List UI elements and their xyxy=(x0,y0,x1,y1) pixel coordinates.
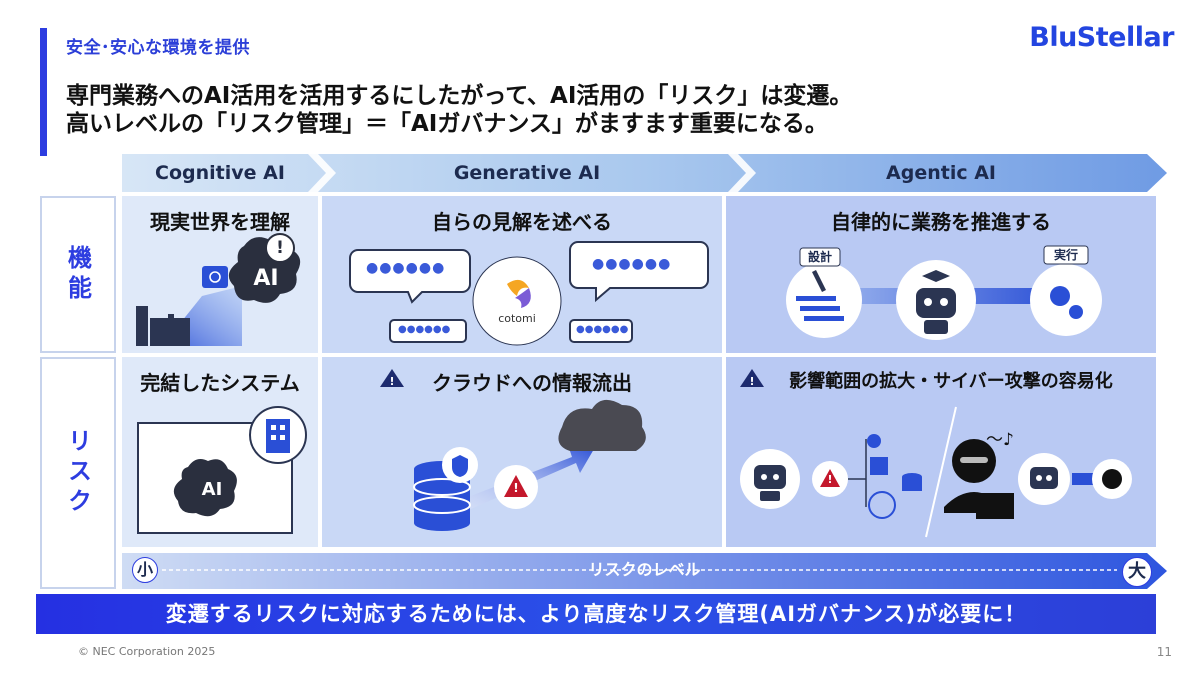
factory-camera-illustration xyxy=(136,233,301,346)
chat-bubbles-illustration xyxy=(349,241,709,346)
ai-badge: AI xyxy=(201,479,223,500)
era-timeline: Cognitive AI Generative AI Agentic AI xyxy=(122,154,1167,192)
risk-level-arrow xyxy=(122,553,1167,589)
era-cognitive-ai: Cognitive AI xyxy=(155,162,285,184)
conclusion-banner: 変遷するリスクに対応するためには、より高度なリスク管理(AIガバナンス)が必要に… xyxy=(36,594,1156,634)
era-arrows-graphic xyxy=(122,154,1167,192)
risk-level-label: リスクのレベル xyxy=(588,560,701,579)
cell-function-agentic: 自律的に業務を推進する 設計 実行 xyxy=(726,196,1156,353)
warning-icon: ! xyxy=(749,375,755,388)
headline: 専門業務へのAI活用を活用するにしたがって、AI活用の「リスク」は変遷。 高いレ… xyxy=(66,82,852,138)
cell-function-generative: 自らの見解を述べる ●●●●●● ●●●●●● ●●●●●● ●●●●●● co… xyxy=(322,196,722,353)
alert-icon: ! xyxy=(276,238,284,258)
cell-risk-cognitive: 完結したシステム AI xyxy=(122,357,318,547)
cell-function-cognitive: 現実世界を理解 AI ! xyxy=(122,196,318,353)
cell-title: 自律的に業務を推進する xyxy=(831,210,1051,234)
bubble-dots-right: ●●●●●● xyxy=(592,256,672,272)
cell-title: 影響範囲の拡大・サイバー攻撃の容易化 xyxy=(789,371,1113,392)
cell-risk-agentic: 影響範囲の拡大・サイバー攻撃の容易化 ! ! ～♪ xyxy=(726,357,1156,547)
warning-icon-small: ! xyxy=(827,473,833,486)
humming-text: ～♪ xyxy=(986,430,1014,450)
page-number: 11 xyxy=(1156,645,1172,659)
headline-line-2: 高いレベルの「リスク管理」＝「AIガバナンス」がますます重要になる。 xyxy=(66,111,828,137)
risk-level-high: 大 xyxy=(1122,557,1152,587)
cotomi-logo: cotomi xyxy=(498,312,536,325)
small-bubble-dots-left: ●●●●●● xyxy=(398,324,451,335)
cyber-attack-illustration xyxy=(740,369,1132,538)
headline-line-1: 専門業務へのAI活用を活用するにしたがって、AI活用の「リスク」は変遷。 xyxy=(66,83,853,109)
cell-title: 完結したシステム xyxy=(140,371,300,395)
closed-system-illustration xyxy=(137,406,307,534)
cloud-leak-illustration xyxy=(380,369,646,531)
bubble-dots-left: ●●●●●● xyxy=(366,260,446,276)
brand-logo: BluStellar xyxy=(1029,22,1174,53)
copyright: © NEC Corporation 2025 xyxy=(78,645,216,658)
cell-risk-generative: クラウドへの情報流出 ! ! xyxy=(322,357,722,547)
small-bubble-dots-right: ●●●●●● xyxy=(576,324,629,335)
accent-bar xyxy=(40,28,47,156)
era-agentic-ai: Agentic AI xyxy=(886,162,996,184)
row-header-function: 機能 xyxy=(40,196,116,353)
warning-icon-small: ! xyxy=(513,481,519,495)
step-execute-label: 実行 xyxy=(1053,248,1078,262)
era-generative-ai: Generative AI xyxy=(453,162,601,184)
row-header-risk: リスク xyxy=(40,357,116,589)
section-label: 安全･安心な環境を提供 xyxy=(66,38,250,58)
cell-title: 現実世界を理解 xyxy=(150,210,290,234)
cell-title: クラウドへの情報流出 xyxy=(432,371,632,395)
warning-icon: ! xyxy=(389,375,395,388)
ai-badge: AI xyxy=(253,266,279,291)
risk-level-low: 小 xyxy=(132,557,158,583)
step-design-label: 設計 xyxy=(807,250,832,264)
agent-workflow-illustration xyxy=(786,245,1102,340)
cell-title: 自らの見解を述べる xyxy=(432,210,612,234)
risk-level-scale: リスクのレベル 小 大 xyxy=(122,553,1167,591)
